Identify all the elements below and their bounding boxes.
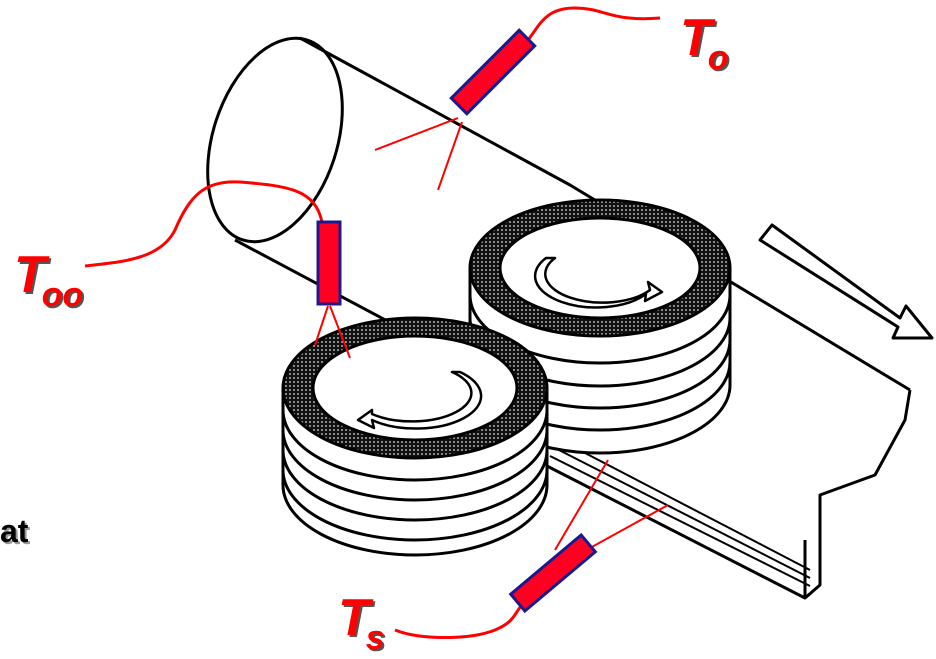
sensor-t-o: [451, 30, 534, 113]
direction-arrow: [760, 225, 932, 338]
label-t-o: To: [680, 8, 733, 68]
roll-left: [283, 318, 547, 555]
sensor-t-oo: [318, 222, 340, 304]
lead-t-o-1: [375, 118, 458, 150]
wire-t-o: [528, 8, 660, 40]
side-text: at: [0, 513, 28, 550]
lead-t-o-2: [438, 122, 462, 190]
label-t-s: Ts: [338, 588, 389, 648]
lead-t-s-2: [590, 505, 668, 548]
sensor-t-s: [511, 535, 596, 611]
wire-t-s: [395, 605, 522, 638]
label-t-oo: Too: [14, 245, 87, 305]
